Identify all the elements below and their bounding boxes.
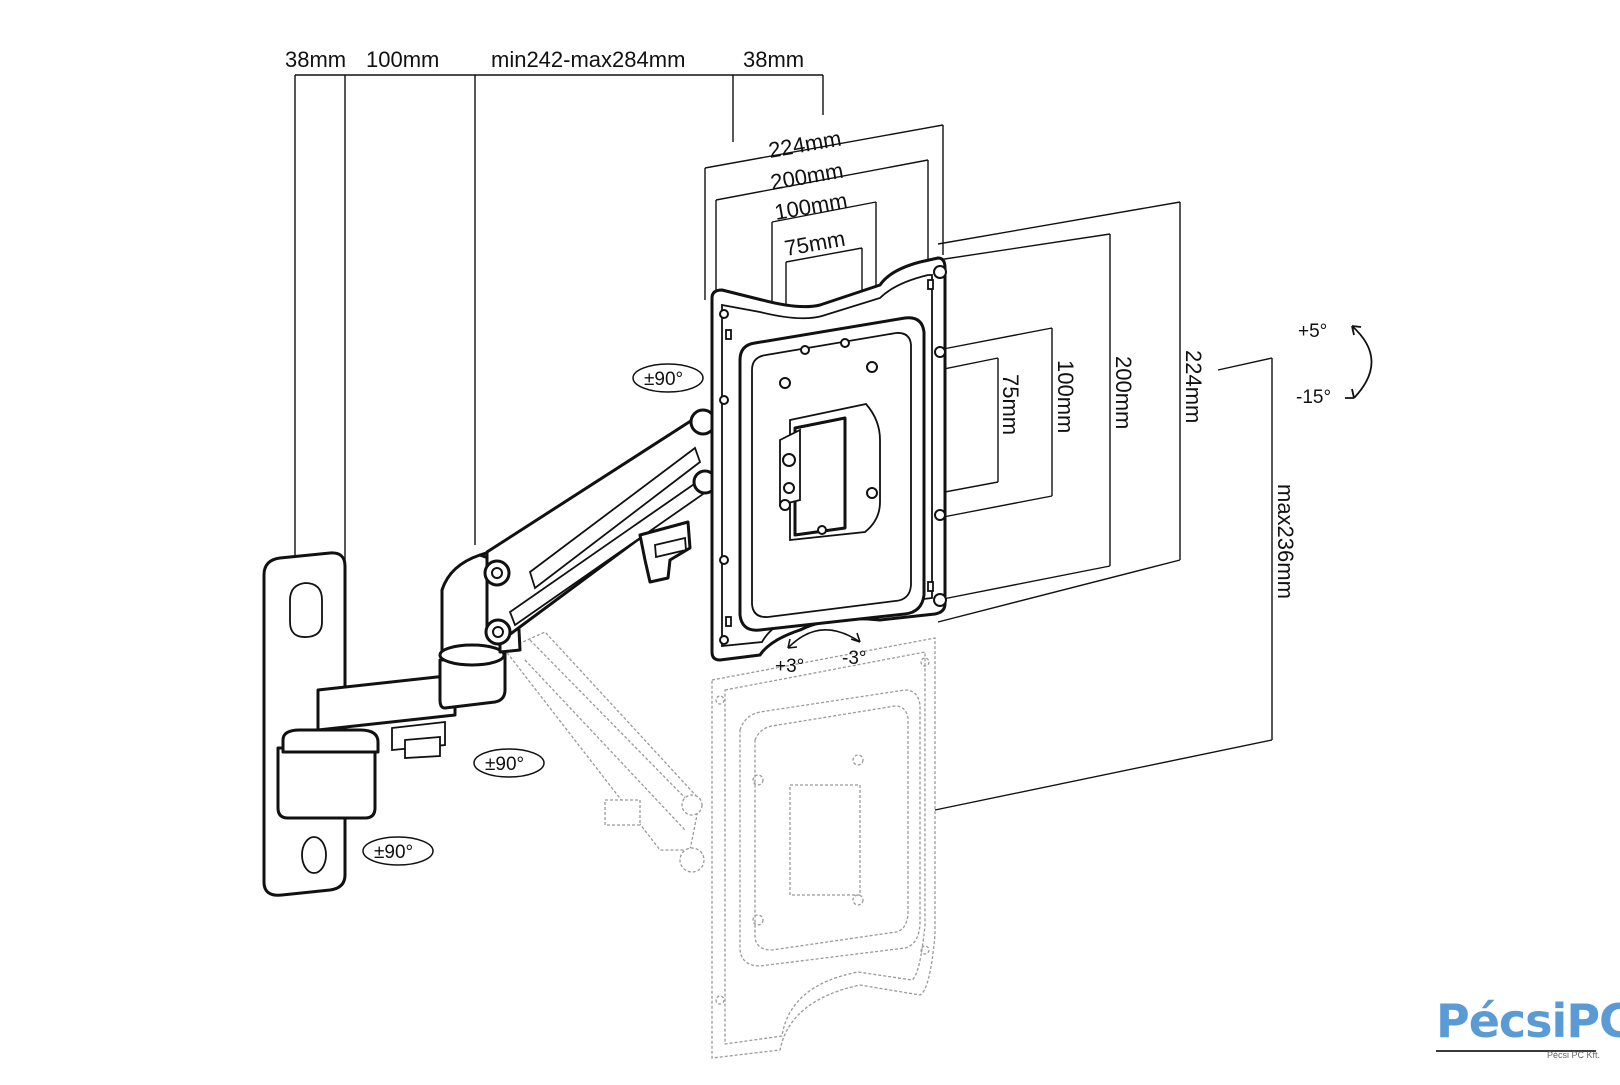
dim-100mm-height: 100mm [1053,360,1078,433]
logo-underline [1436,1050,1596,1052]
dim-224mm-width: 224mm [767,126,844,163]
tilt-down-label: -15° [1296,387,1331,408]
dim-224mm-height: 224mm [1181,350,1206,423]
swivel-mid-label: ±90° [485,754,524,775]
top-dimension-lines [294,74,824,675]
swivel-head-icon [632,363,704,393]
dim-200mm-height: 200mm [1111,356,1136,429]
wall-plate-top-slot [289,582,323,638]
logo-text: PécsiPC [1436,994,1620,1048]
dim-max236mm: max236mm [1273,484,1298,599]
rotate-minus-label: -3° [842,648,867,669]
swivel-head-label: ±90° [644,369,683,390]
dim-38mm-left: 38mm [285,47,346,72]
dim-38mm-right: 38mm [743,47,804,72]
dim-75mm-height: 75mm [998,374,1023,435]
vesa-height-dimension-lines [864,201,1273,811]
dim-100mm-top: 100mm [366,47,439,72]
rotation-arrow-icon [787,629,861,649]
logo-company: Pécsi PC Kft. [1546,1050,1600,1060]
pecsipc-logo: PécsiPC Pécsi PC Kft. [1436,994,1620,1066]
gas-spring-arm [483,408,724,646]
swivel-mid-icon [473,748,545,778]
swivel-wall-label: ±90° [374,842,413,863]
tilt-arrow-icon [1351,325,1373,399]
tilt-up-label: +5° [1298,321,1327,342]
rotate-plus-label: +3° [775,656,804,677]
vesa-plate [710,256,947,662]
dim-arm-length: min242-max284mm [491,47,685,72]
tilt-arrowheads-icon [1345,325,1362,399]
dim-75mm-width: 75mm [783,226,848,261]
dim-100mm-width: 100mm [773,188,850,225]
wall-joint [276,673,457,820]
wall-plate-bottom-hole [301,836,327,874]
ghost-lowered-position [503,631,936,1059]
swivel-wall-icon [362,836,434,866]
